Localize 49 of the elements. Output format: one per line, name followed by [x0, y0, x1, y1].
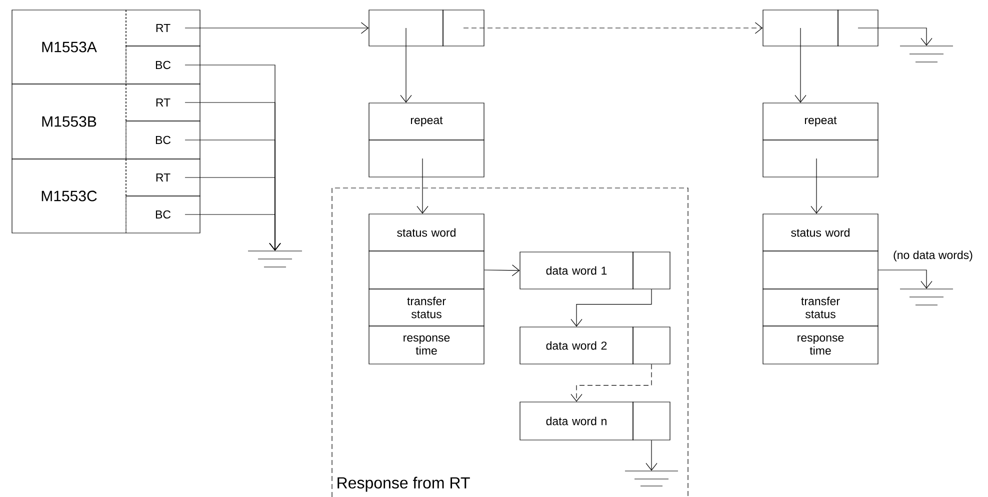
arrow [810, 158, 822, 214]
arrow [484, 264, 520, 276]
table-cell [762, 10, 838, 46]
edge-label: (no data words) [892, 250, 974, 262]
table-cell: response time [368, 326, 484, 364]
arrow [646, 440, 658, 471]
table-cell [632, 252, 670, 290]
table-cell: data word 2 [520, 326, 634, 364]
table-cell [838, 10, 878, 46]
table-cell [368, 250, 484, 290]
table-cell: repeat [762, 102, 878, 140]
port-cell: RT [126, 158, 200, 196]
arrow [400, 28, 412, 103]
port-cell: BC [126, 196, 200, 234]
table-cell: data word 1 [520, 252, 634, 290]
module-cell: M1553C [12, 158, 126, 234]
port-cell: RT [126, 84, 200, 122]
arrow [858, 28, 932, 46]
table-cell: response time [762, 326, 878, 364]
table-cell: repeat [368, 102, 484, 140]
ground-symbol [624, 470, 678, 486]
module-cell: M1553B [12, 84, 126, 160]
table-cell [632, 402, 670, 440]
ground-symbol [900, 46, 954, 62]
table-cell [368, 140, 484, 178]
table-cell: status word [368, 214, 484, 252]
ground-symbol [900, 288, 954, 306]
table-cell [632, 326, 670, 364]
table-cell [442, 10, 484, 46]
arrow [184, 214, 281, 251]
arrow [184, 22, 369, 34]
table-cell: data word n [520, 402, 634, 440]
table-cell: status word [762, 214, 878, 252]
arrow [878, 270, 932, 289]
arrow [570, 289, 652, 327]
table-cell [368, 10, 444, 46]
port-cell: BC [126, 120, 200, 160]
table-cell [762, 140, 878, 178]
port-cell: BC [126, 46, 200, 84]
table-cell: transfer status [762, 288, 878, 326]
table-cell [762, 250, 878, 290]
arrow [794, 28, 806, 103]
arrow [463, 22, 763, 34]
module-cell: M1553A [12, 10, 126, 84]
ground-symbol [248, 250, 302, 268]
table-cell: transfer status [368, 288, 484, 326]
port-cell: RT [126, 10, 200, 46]
arrow [570, 364, 652, 402]
arrow [416, 158, 428, 214]
